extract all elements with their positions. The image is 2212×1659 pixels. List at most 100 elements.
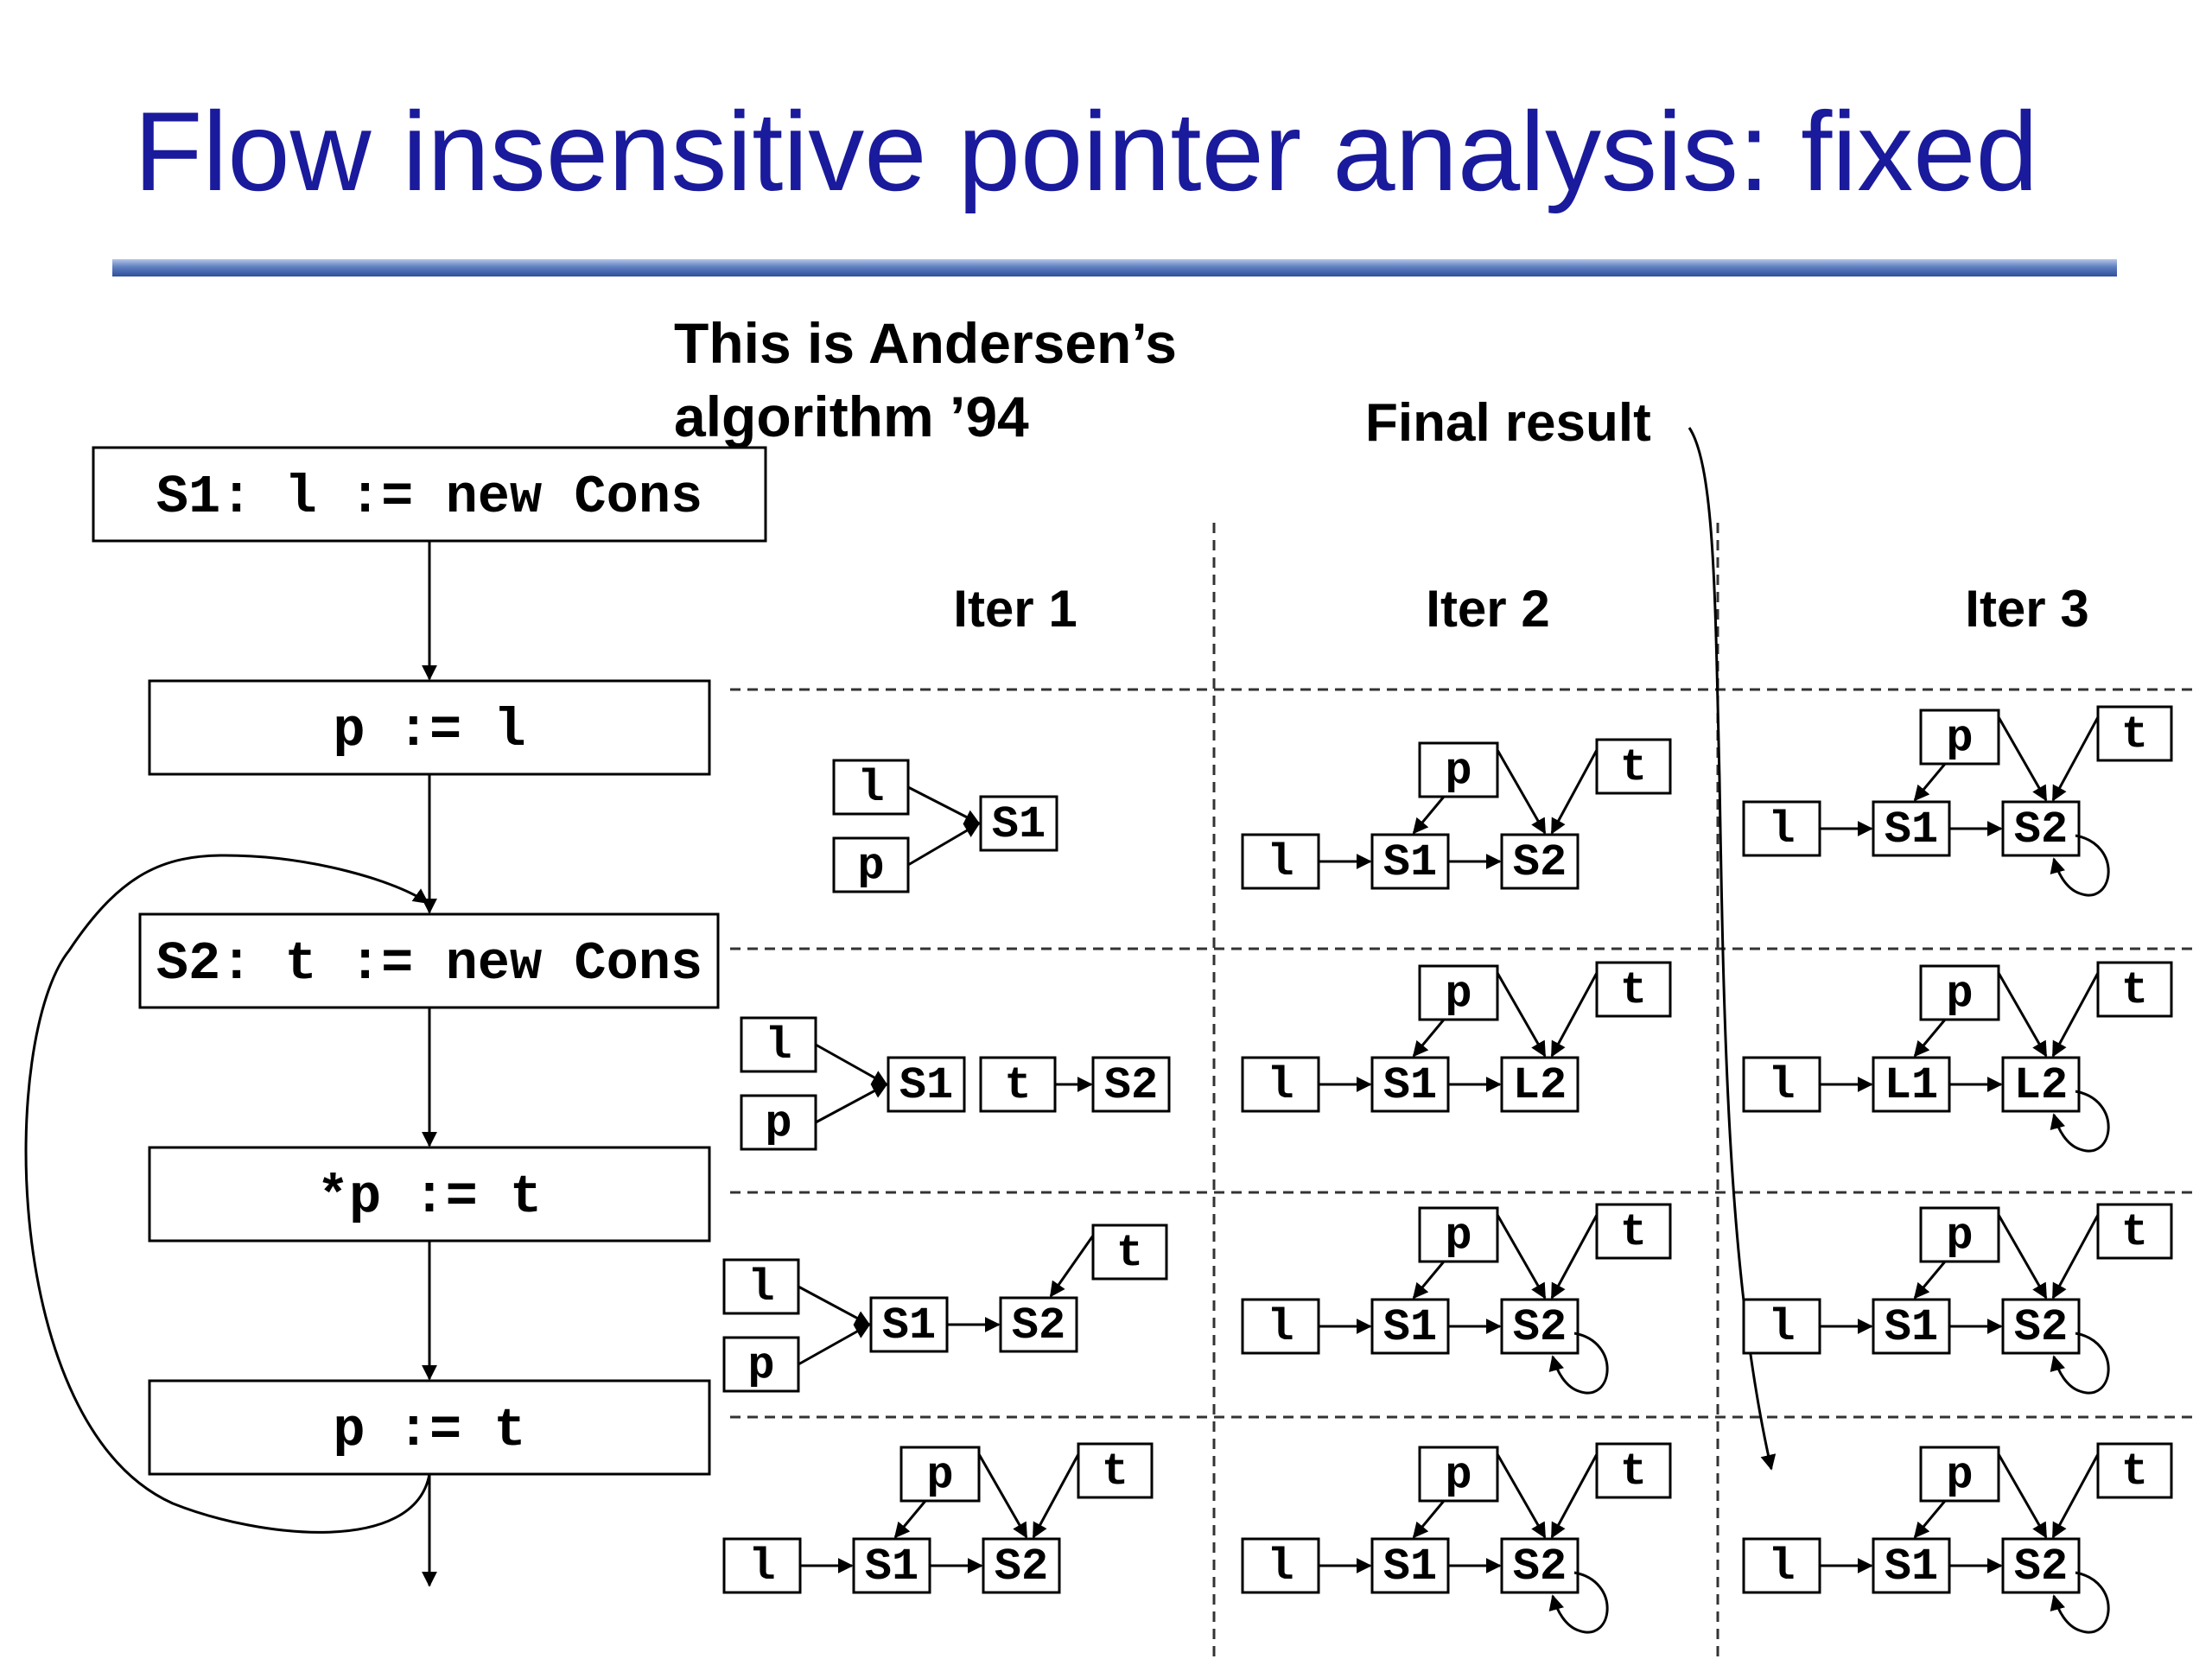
node-p-label: p [1445, 1450, 1471, 1501]
node-b-box [982, 1537, 1061, 1594]
node-a: S1 [1872, 1298, 1951, 1355]
edge-b-self-loop [2050, 1571, 2110, 1634]
node-p-label: p [1445, 1211, 1471, 1262]
node-l-label: l [1768, 1302, 1795, 1353]
node-t-box [1595, 961, 1672, 1018]
node-a: S1 [852, 1537, 931, 1594]
node-l: l [1742, 1056, 1821, 1113]
node-l-label: l [747, 1262, 774, 1313]
node-l-box [1742, 1537, 1821, 1594]
stmt-p-assign-l-box [148, 679, 711, 776]
edge-b-self-loop [2050, 1332, 2110, 1395]
edge-p-to-a [1913, 1500, 1947, 1539]
edge-p-to-b [1997, 1214, 2048, 1300]
edge-t-to-b [2051, 1214, 2100, 1300]
node-a: S1 [1872, 1537, 1951, 1594]
edge-t-to-b [2051, 972, 2100, 1058]
node-l-label: l [1768, 804, 1795, 855]
node-b-label: L2 [1513, 1060, 1567, 1111]
node-a-box [979, 795, 1058, 852]
node-a: S1 [869, 1296, 949, 1353]
node-l: l [740, 1016, 817, 1073]
node-p: p [1919, 1206, 2000, 1263]
edge-p-to-b [977, 1453, 1028, 1539]
graph-row1-iter2: p t l S1 S2 [1241, 738, 1672, 890]
node-b: S2 [1091, 1056, 1171, 1113]
node-t-label: t [2121, 1207, 2148, 1258]
node-t-box [1595, 1442, 1672, 1499]
edge-t-to-b [1049, 1235, 1095, 1298]
node-b-label: S2 [2014, 804, 2068, 855]
node-l-box [1241, 1056, 1320, 1113]
node-t-label: t [2121, 1446, 2148, 1497]
node-b-label: S2 [1513, 1541, 1567, 1592]
node-a-label: S1 [1885, 1541, 1938, 1592]
node-l-label: l [1267, 1060, 1294, 1111]
node-a: S1 [1370, 1537, 1450, 1594]
node-l: l [832, 759, 910, 816]
node-a: S1 [1370, 1056, 1450, 1113]
stmt-p-assign-t-text: p := t [333, 1400, 525, 1461]
edge-t-to-b [1550, 1453, 1599, 1539]
edge-p-to-a [815, 1083, 888, 1124]
flowchart: S1: l := new Cons p := l S2: t := new Co… [24, 446, 767, 1587]
node-t: t [1595, 961, 1672, 1018]
node-b: S2 [1500, 1537, 1580, 1594]
node-t: t [1091, 1224, 1168, 1281]
node-b: S2 [2001, 800, 2081, 857]
node-t: t [2096, 1442, 2173, 1499]
stmt-p-assign-l-text: p := l [333, 700, 525, 761]
title-underline [112, 259, 2117, 276]
edge-p-to-b [1496, 1453, 1547, 1539]
node-b: L2 [1500, 1056, 1580, 1113]
node-a-label: S1 [1885, 1302, 1938, 1353]
iter-2-header: Iter 2 [1426, 580, 1549, 638]
node-b: S2 [1500, 833, 1580, 890]
edge-p-to-a [893, 1500, 927, 1539]
edge-t-to-b [1550, 972, 1599, 1058]
final-result-label: Final result [1365, 393, 1651, 453]
node-l: l [722, 1258, 800, 1315]
edge-p-to-a [1412, 1261, 1446, 1300]
node-p: p [832, 836, 910, 893]
node-a-box [1872, 800, 1951, 857]
node-a-box [1872, 1537, 1951, 1594]
node-l-label: l [1267, 837, 1294, 888]
node-a-label: S1 [1383, 1541, 1437, 1592]
edge-p-to-b [1496, 1214, 1547, 1300]
node-a: S1 [1370, 833, 1450, 890]
node-a-label: S1 [1383, 1302, 1437, 1353]
node-t-label: t [2121, 965, 2148, 1016]
iter-1-header: Iter 1 [953, 580, 1077, 638]
node-t-box [2096, 1203, 2173, 1260]
slide-title: Flow insensitive pointer analysis: fixed [134, 88, 2038, 214]
grid-lines [730, 523, 2199, 1659]
node-p: p [1418, 741, 1499, 798]
node-l: l [1742, 1298, 1821, 1355]
node-b-box [2001, 1056, 2081, 1113]
node-p-label: p [747, 1340, 774, 1391]
node-p-box [832, 836, 910, 893]
node-a-label: L1 [1885, 1060, 1938, 1111]
node-a-label: S1 [899, 1060, 953, 1111]
node-a-label: S1 [1383, 837, 1437, 888]
node-b: S2 [1500, 1298, 1580, 1355]
node-b-label: S2 [1012, 1300, 1065, 1351]
edge-p-to-b [1997, 1453, 2048, 1539]
andersen-note-line1: This is Andersen’s [674, 311, 1177, 375]
node-t: t [1595, 738, 1672, 795]
node-b-box [2001, 1537, 2081, 1594]
node-b: S2 [2001, 1537, 2081, 1594]
node-l-box [1742, 1298, 1821, 1355]
node-t: t [1595, 1203, 1672, 1260]
node-b-label: S2 [1513, 1302, 1567, 1353]
node-l-label: l [1768, 1541, 1795, 1592]
node-t-label: t [1620, 1207, 1647, 1258]
edge-p-to-b [1997, 972, 2048, 1058]
